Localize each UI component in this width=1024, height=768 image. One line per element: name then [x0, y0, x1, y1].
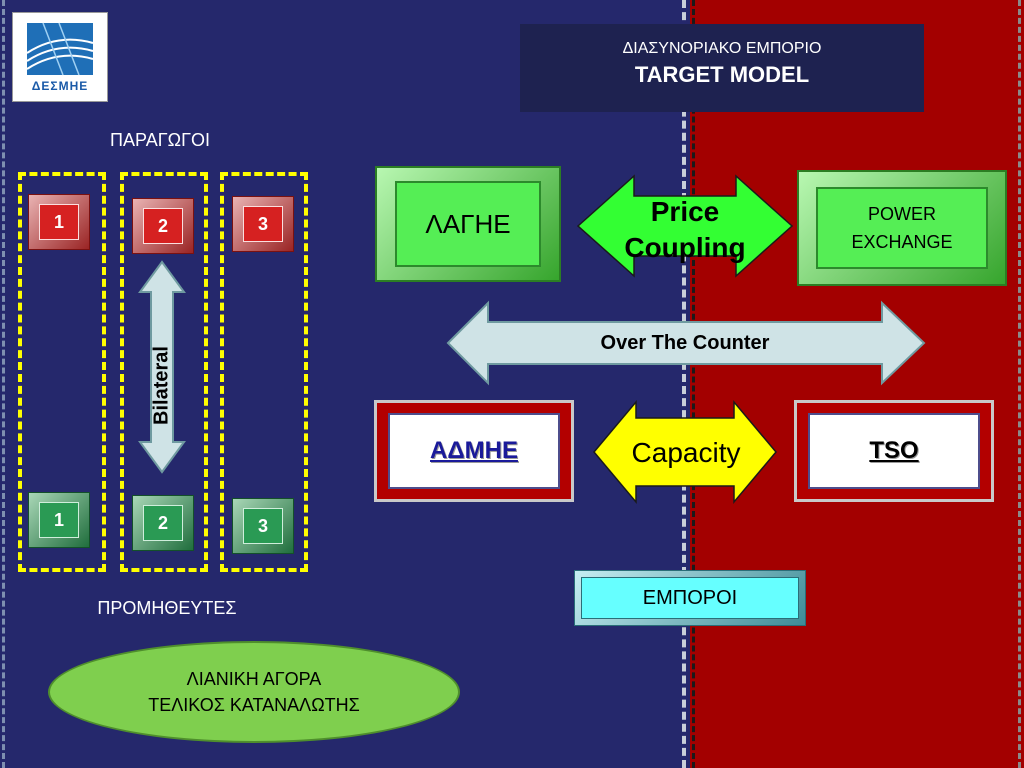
- group-1-frame: [18, 172, 106, 572]
- center-dashed-divider: [682, 0, 686, 768]
- supplier-3-number: 3: [243, 508, 283, 544]
- bilateral-label-wrap: Bilateral: [150, 330, 174, 440]
- group-2-frame: [120, 172, 208, 572]
- admie-inner: ΑΔΜΗΕ: [388, 413, 560, 489]
- producer-2: 2: [132, 198, 194, 254]
- price-coupling-line-1: Price: [650, 196, 720, 227]
- supplier-1: 1: [28, 492, 90, 548]
- suppliers-label: ΠΡΟΜΗΘΕΥΤΕΣ: [97, 598, 237, 618]
- title-line-1: ΔΙΑΣΥΝΟΡΙΑΚΟ ΕΜΠΟΡΙΟ: [622, 40, 822, 57]
- left-dashed-border: [2, 0, 5, 768]
- power-exchange-label: POWER EXCHANGE: [816, 187, 988, 269]
- desmie-logo: ΔΕΣΜΗΕ: [12, 12, 108, 102]
- price-coupling-line-2: Coupling: [624, 232, 746, 263]
- group-3-frame: [220, 172, 308, 572]
- power-exchange-line-1: POWER: [867, 204, 936, 224]
- admie-box: ΑΔΜΗΕ: [374, 400, 574, 502]
- producer-1-number: 1: [39, 204, 79, 240]
- lagie-label: ΛΑΓΗΕ: [395, 181, 541, 267]
- retail-line-1: ΛΙΑΝΙΚΗ ΑΓΟΡΑ: [186, 669, 322, 689]
- bilateral-label: Bilateral: [150, 346, 173, 425]
- logo-text: ΔΕΣΜΗΕ: [31, 79, 89, 93]
- producer-3-number: 3: [243, 206, 283, 242]
- traders-box: ΕΜΠΟΡΟΙ: [574, 570, 806, 626]
- power-exchange-line-2: EXCHANGE: [851, 232, 953, 252]
- right-dashed-border: [1018, 0, 1021, 768]
- price-coupling-label: Price Coupling: [620, 194, 750, 266]
- producer-1: 1: [28, 194, 90, 250]
- right-background: [690, 0, 1024, 768]
- power-exchange-box: POWER EXCHANGE: [797, 170, 1007, 286]
- supplier-2-number: 2: [143, 505, 183, 541]
- supplier-3: 3: [232, 498, 294, 554]
- title-line-2: TARGET MODEL: [634, 62, 810, 87]
- logo-mark-icon: [26, 22, 94, 76]
- producers-label: ΠΑΡΑΓΩΓΟΙ: [110, 130, 210, 150]
- producer-3: 3: [232, 196, 294, 252]
- producer-2-number: 2: [143, 208, 183, 244]
- supplier-1-number: 1: [39, 502, 79, 538]
- tso-inner: TSO: [808, 413, 980, 489]
- capacity-label: Capacity: [631, 437, 741, 468]
- center-dashed-divider-dark: [692, 0, 695, 768]
- supplier-2: 2: [132, 495, 194, 551]
- traders-label: ΕΜΠΟΡΟΙ: [581, 577, 799, 619]
- otc-label: Over The Counter: [600, 332, 770, 354]
- lagie-box: ΛΑΓΗΕ: [375, 166, 561, 282]
- title-box: ΔΙΑΣΥΝΟΡΙΑΚΟ ΕΜΠΟΡΙΟ TARGET MODEL: [520, 24, 924, 112]
- tso-label: TSO: [869, 437, 919, 464]
- retail-line-2: ΤΕΛΙΚΟΣ ΚΑΤΑΝΑΛΩΤΗΣ: [148, 695, 360, 715]
- retail-market-ellipse: ΛΙΑΝΙΚΗ ΑΓΟΡΑ ΤΕΛΙΚΟΣ ΚΑΤΑΝΑΛΩΤΗΣ: [48, 641, 460, 743]
- admie-label: ΑΔΜΗΕ: [430, 437, 518, 464]
- tso-box: TSO: [794, 400, 994, 502]
